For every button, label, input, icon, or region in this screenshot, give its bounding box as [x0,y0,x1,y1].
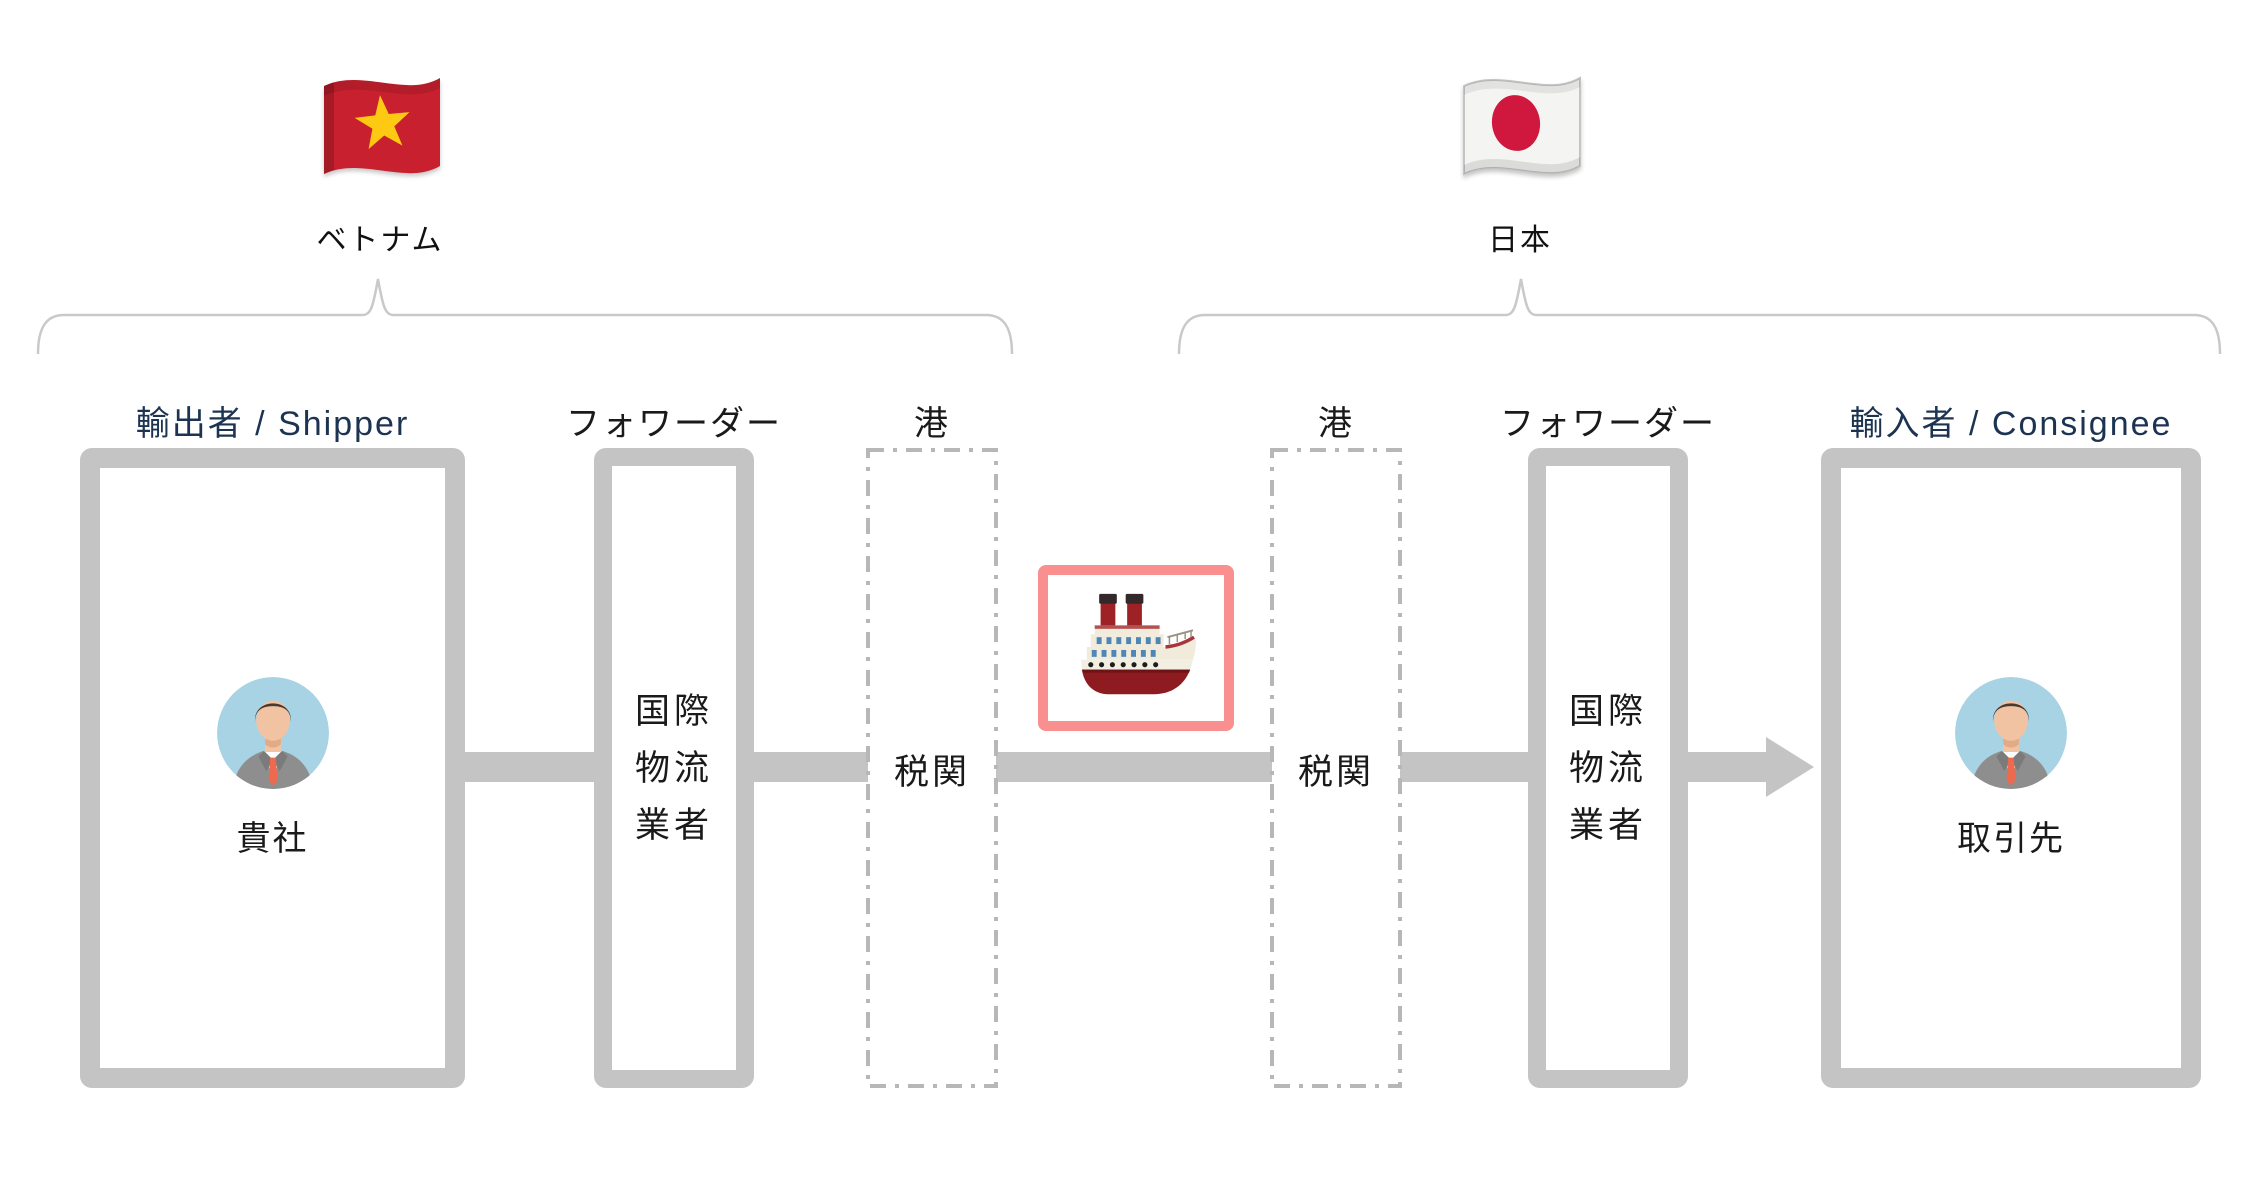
shipper-header: 輸出者 / Shipper [135,405,410,443]
forwarder-export-text: 国際 物流 業者 [634,691,713,845]
country-braces [36,278,2222,355]
consignee-company-label: 取引先 [1957,819,2065,858]
businessman-avatar [1955,676,2067,789]
ship-icon [1080,593,1196,695]
japan-label: 日本 [1488,224,1552,257]
forwarder-import-box: 国際 物流 業者 [1528,448,1688,1088]
forwarder-export-box: 国際 物流 業者 [594,448,754,1088]
shipper-company-label: 貴社 [236,819,309,858]
consignee-box: 取引先 [1821,448,2201,1088]
port-export-header: 港 [914,405,950,443]
customs-export-label: 税関 [893,753,970,792]
vietnam-flag-icon [324,78,440,174]
flow-arrow-head [1766,737,1814,797]
japan-brace [1177,278,2222,355]
port-import-header: 港 [1318,405,1354,443]
forwarder-import-text: 国際 物流 業者 [1568,691,1647,845]
port-import-box [1270,448,1402,1088]
forwarder-import-header: フォワーダー [1500,405,1716,443]
businessman-avatar [216,676,329,789]
port-export-box [866,448,998,1088]
vietnam-label: ベトナム [316,224,444,257]
forwarder-export-header: フォワーダー [566,405,782,443]
japan-flag-icon [1463,76,1581,176]
consignee-header: 輸入者 / Consignee [1849,405,2173,443]
vessel-box [1038,565,1234,731]
shipper-box: 貴社 [80,448,465,1088]
customs-import-label: 税関 [1297,753,1374,792]
vietnam-brace [36,278,1014,355]
